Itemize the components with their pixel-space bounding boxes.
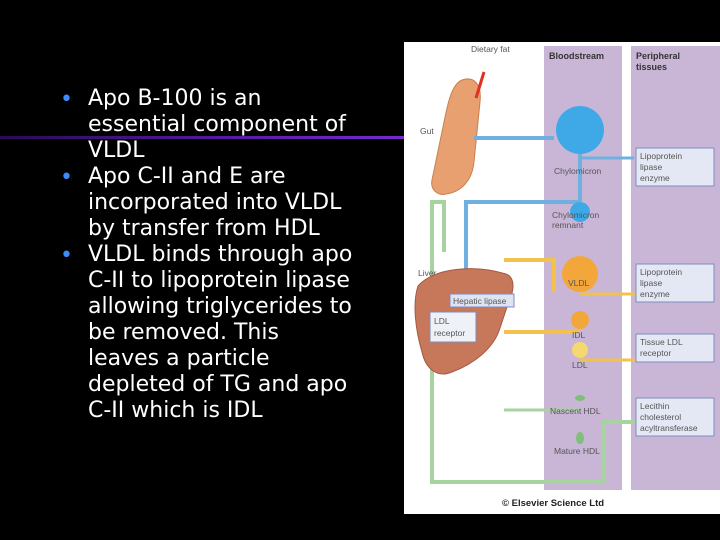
- ldl-label: LDL: [572, 360, 588, 370]
- bullet-item: • Apo B-100 is an essential component of …: [56, 86, 356, 164]
- lpl1-line3: enzyme: [640, 173, 670, 183]
- nascent-hdl-label: Nascent HDL: [550, 406, 601, 416]
- ldl-receptor-box: [429, 311, 477, 343]
- vldl-particle: [562, 256, 598, 292]
- lcat-line2: cholesterol: [640, 412, 681, 422]
- bullet-dot-icon: •: [60, 165, 73, 190]
- bullet-text: Apo B-100 is an essential component of V…: [88, 86, 346, 163]
- tissue-ldl-line1: Tissue LDL: [640, 337, 683, 347]
- chylomicron-remnant-path: [464, 152, 582, 272]
- ldl-receptor-label-line1: LDL: [434, 316, 450, 326]
- chylomicron-remnant-label-line1: Chylomicron: [552, 210, 600, 220]
- chylomicron-remnant-label-line2: remnant: [552, 220, 584, 230]
- hepatic-lipase-label: Hepatic lipase: [453, 296, 507, 306]
- lpl1-line1: Lipoprotein: [640, 151, 682, 161]
- lipoprotein-lipase-box-2: [635, 263, 715, 303]
- lipoprotein-metabolism-figure: Bloodstream Peripheral tissues Dietary f…: [404, 42, 720, 514]
- tissue-ldl-receptor-box: [635, 333, 715, 363]
- lcat-line3: acyltransferase: [640, 423, 698, 433]
- gut-label: Gut: [420, 126, 434, 136]
- lcat-line1: Lecithin: [640, 401, 670, 411]
- chylomicron-label: Chylomicron: [554, 166, 602, 176]
- lcat-box: [635, 397, 715, 437]
- mature-hdl-particle: [576, 432, 584, 444]
- chylomicron-remnant-particle: [570, 202, 590, 222]
- bullet-dot-icon: •: [60, 243, 73, 268]
- ldl-particle: [572, 342, 588, 358]
- hdl-green-path: [430, 200, 636, 484]
- copyright-text: © Elsevier Science Ltd: [502, 498, 604, 509]
- liver-label: Liver: [418, 268, 437, 278]
- peripheral-header-line1: Peripheral: [636, 51, 680, 61]
- lpl1-line2: lipase: [640, 162, 662, 172]
- bloodstream-header: Bloodstream: [549, 51, 604, 61]
- gut-shape: [431, 78, 481, 195]
- bullet-item: • Apo C-II and E are incorporated into VL…: [56, 164, 356, 242]
- bullet-text: Apo C-II and E are incorporated into VLD…: [88, 164, 342, 241]
- chylomicron-particle: [556, 106, 604, 154]
- lpl2-line3: enzyme: [640, 289, 670, 299]
- bullet-text: VLDL binds through apo C-II to lipoprote…: [88, 242, 353, 423]
- mature-hdl-label: Mature HDL: [554, 446, 600, 456]
- title-accent-line: [0, 136, 405, 139]
- bullet-item: • VLDL binds through apo C-II to lipoprot…: [56, 242, 356, 424]
- lipoprotein-lipase-box-1: [635, 147, 715, 187]
- figure-svg: Bloodstream Peripheral tissues Dietary f…: [414, 44, 720, 509]
- lpl2-line1: Lipoprotein: [640, 267, 682, 277]
- ldl-receptor-label-line2: receptor: [434, 328, 465, 338]
- dietary-fat-label: Dietary fat: [471, 44, 510, 54]
- nascent-hdl-particle: [575, 395, 585, 401]
- tissue-ldl-line2: receptor: [640, 348, 671, 358]
- dietary-fat-arrow: [474, 71, 486, 99]
- idl-particle: [571, 311, 589, 329]
- vldl-label: VLDL: [568, 278, 590, 288]
- bullet-list: • Apo B-100 is an essential component of …: [56, 86, 356, 424]
- bullet-dot-icon: •: [60, 87, 73, 112]
- hepatic-lipase-box: [449, 293, 515, 308]
- lpl2-line2: lipase: [640, 278, 662, 288]
- idl-label: IDL: [572, 330, 586, 340]
- liver-to-vldl-path: [504, 258, 556, 292]
- peripheral-header-line2: tissues: [636, 62, 667, 72]
